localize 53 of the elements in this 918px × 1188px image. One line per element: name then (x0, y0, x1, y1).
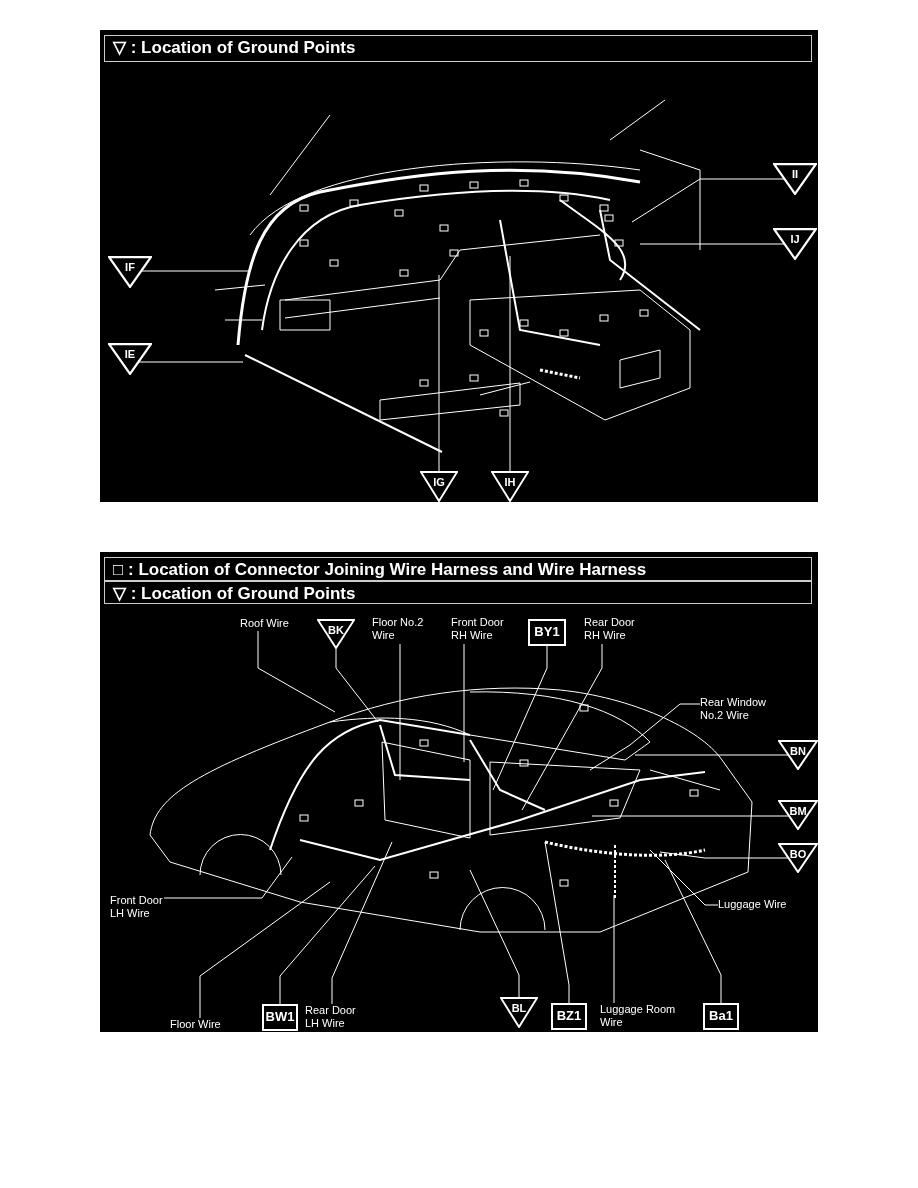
wire-label: Luggage Wire (718, 898, 808, 912)
wire-label: Front Door LH Wire (110, 894, 164, 922)
leader-line (629, 703, 701, 746)
ground-point-marker: BN (778, 740, 818, 770)
ground-point-marker: BM (778, 800, 818, 830)
ground-point-marker: BO (778, 843, 818, 873)
leader-line (163, 856, 293, 899)
leader-line (331, 841, 393, 1005)
leader-line (544, 841, 570, 1004)
leader-line (138, 361, 244, 363)
ground-point-marker: II (773, 163, 817, 195)
leader-line (141, 270, 249, 272)
wire-label: Roof Wire (240, 617, 300, 631)
ground-point-marker: IF (108, 256, 152, 288)
legend-header: □ : Location of Connector Joining Wire Harness and Wire Harness (104, 557, 812, 581)
leader-line (463, 643, 465, 763)
leader-line (649, 849, 719, 906)
leader-line (634, 754, 789, 756)
leader-line (492, 645, 548, 791)
leader-line (279, 865, 376, 1005)
leader-line (199, 881, 331, 1019)
wire-label: Rear Door LH Wire (305, 1004, 365, 1032)
leader-line (659, 851, 789, 859)
leader-line (639, 243, 785, 245)
ground-point-marker: IG (420, 471, 458, 502)
leader-line (664, 859, 722, 1004)
connector-code: BZ1 (551, 1003, 587, 1030)
connector-code: BY1 (528, 619, 566, 646)
leader-line (399, 643, 401, 781)
wire-label: Rear Window No.2 Wire (700, 696, 780, 722)
legend-header: ▽ : Location of Ground Points (104, 35, 812, 62)
connector-code: BW1 (262, 1004, 298, 1031)
ground-point-marker: BL (500, 997, 538, 1028)
wire-label: Floor No.2 Wire (372, 616, 436, 644)
leader-line (438, 274, 440, 472)
ground-point-marker: BK (317, 619, 355, 649)
leader-line (469, 869, 520, 998)
wire-label: Luggage Room Wire (600, 1003, 680, 1031)
leader-line (257, 630, 336, 713)
ground-point-marker: IE (108, 343, 152, 375)
wire-label: Floor Wire (170, 1018, 236, 1032)
wire-label: Front Door RH Wire (451, 616, 513, 644)
leader-line (613, 894, 615, 1004)
leader-line (509, 255, 511, 472)
ground-point-marker: IJ (773, 228, 817, 260)
leader-line (335, 648, 379, 723)
leader-line (631, 178, 785, 223)
wire-label: Rear Door RH Wire (584, 616, 644, 644)
ground-point-marker: IH (491, 471, 529, 502)
leader-line (591, 815, 790, 817)
legend-header: ▽ : Location of Ground Points (104, 581, 812, 604)
leader-line (521, 643, 603, 811)
connector-code: Ba1 (703, 1003, 739, 1030)
